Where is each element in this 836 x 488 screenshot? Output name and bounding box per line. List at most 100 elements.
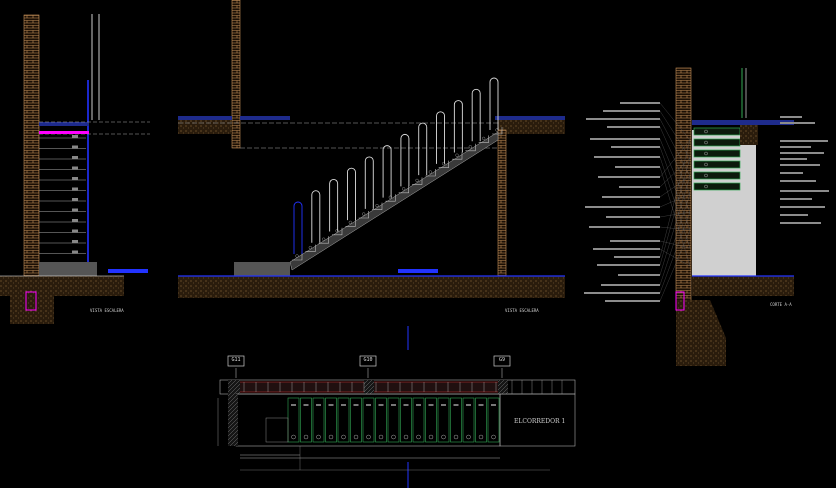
middle-tread: [412, 177, 423, 185]
plan-cell: [487, 397, 500, 443]
railing-loop: [400, 133, 410, 187]
annotation-line: [589, 226, 660, 228]
annotation-line: [586, 118, 660, 120]
annotation-line: [780, 172, 803, 174]
middle-stair-elevation: [178, 0, 565, 298]
plan-cell: [475, 397, 487, 443]
plan-beam-marks: [243, 380, 563, 394]
annotation-line: [611, 146, 660, 148]
plan-cell-tag: [303, 404, 309, 406]
right-tread-mark: [704, 129, 708, 134]
middle-tread: [305, 244, 316, 252]
leader-line: [659, 175, 691, 198]
leader-line: [659, 156, 691, 249]
right-section-cut: [584, 67, 829, 366]
plan-cell: [425, 397, 437, 443]
right-section-title: CORTE A-A: [770, 302, 792, 307]
middle-tread-mark: [388, 195, 392, 199]
plan-cell-mark: [316, 434, 321, 440]
middle-section-title: VISTA ESCALERA: [505, 308, 539, 313]
annotation-line: [780, 116, 802, 118]
bottom-plan-view: [217, 326, 576, 488]
right-tread-mark: [704, 162, 708, 167]
left-step-tag: [72, 177, 78, 180]
plan-cell: [437, 397, 450, 443]
plan-cell: [400, 397, 412, 443]
plan-cell-tag: [328, 404, 334, 406]
leader-line: [659, 248, 691, 267]
middle-tread: [465, 143, 476, 152]
plan-landing: [265, 417, 289, 443]
plan-cell-tag: [416, 404, 421, 406]
plan-cell: [350, 397, 362, 443]
annotation-line: [780, 146, 811, 148]
plan-cell-tag: [366, 404, 371, 406]
leader-line: [659, 102, 691, 141]
middle-tread: [332, 227, 343, 236]
plan-cell-mark: [291, 434, 296, 440]
right-tread: [693, 182, 741, 191]
plan-cell-tag: [428, 404, 434, 406]
plan-cell: [387, 397, 400, 443]
railing-loop: [347, 167, 356, 221]
grid-mark-g10: G10: [363, 357, 373, 363]
middle-tread: [438, 160, 449, 168]
annotation-line: [619, 186, 660, 188]
left-step-tag: [72, 135, 78, 138]
leader-line: [659, 146, 691, 231]
middle-tread: [318, 236, 329, 244]
railing-loop: [418, 122, 428, 176]
right-tread-mark: [704, 151, 708, 156]
leader-line: [659, 126, 691, 195]
annotation-line: [618, 274, 660, 276]
plan-cell-mark: [453, 434, 459, 440]
right-tread: [693, 149, 741, 158]
left-step-tag: [72, 240, 78, 243]
leader-line: [659, 193, 691, 286]
middle-tread: [478, 135, 489, 143]
annotation-line: [606, 216, 660, 218]
left-brick-wall: [23, 14, 40, 286]
middle-tread-mark: [482, 136, 486, 140]
middle-tread-mark: [362, 212, 366, 216]
plan-cell: [450, 397, 462, 443]
leader-line: [659, 211, 691, 218]
annotation-line: [598, 176, 660, 178]
plan-cell-mark: [303, 434, 309, 440]
plan-cell-tag: [491, 404, 496, 406]
leader-line: [659, 157, 691, 266]
plan-cell-tag: [378, 404, 384, 406]
annotation-line: [780, 206, 825, 208]
leader-line: [659, 166, 691, 267]
leader-line: [659, 240, 691, 249]
leader-line: [659, 110, 691, 159]
middle-tread-mark: [428, 170, 432, 174]
left-step-tag: [72, 208, 78, 212]
left-step-tag: [72, 166, 78, 170]
right-tread: [693, 138, 741, 147]
annotation-line: [605, 300, 660, 302]
left-section-title: VISTA ESCALERA: [90, 308, 124, 313]
middle-tread: [385, 194, 396, 202]
leader-line: [659, 229, 691, 302]
plan-cell-mark: [341, 434, 346, 440]
plan-cell-mark: [478, 434, 484, 440]
leader-line: [659, 118, 691, 177]
middle-tread-mark: [308, 246, 312, 250]
right-annotation-text-left: [584, 102, 691, 302]
annotation-line: [601, 284, 660, 286]
plan-corridor-label: ELCORREDOR 1: [514, 418, 566, 425]
railing-loop: [293, 201, 303, 254]
middle-tread: [358, 211, 369, 219]
plan-cell: [412, 397, 425, 443]
middle-tread-mark: [335, 229, 339, 233]
plan-cell-mark: [428, 434, 434, 440]
right-tread-mark: [704, 173, 708, 178]
middle-tread: [452, 152, 463, 160]
middle-tread-mark: [402, 187, 406, 191]
railing-loop: [382, 145, 392, 198]
railing-loop: [436, 111, 445, 164]
railing-loop: [329, 179, 339, 232]
middle-tread: [345, 219, 356, 227]
